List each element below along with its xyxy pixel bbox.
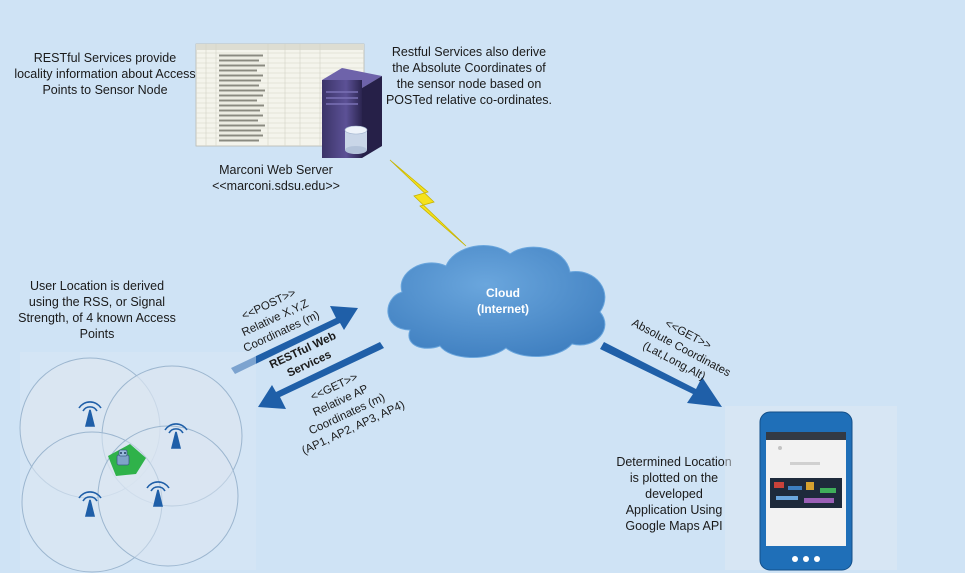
post-arrow <box>231 306 358 374</box>
server-name: Marconi Web Server <box>219 163 333 177</box>
get-absolute-arrow <box>600 342 722 407</box>
sensor-node-icon <box>116 449 130 466</box>
restful-services-caption: RESTful Services provide locality inform… <box>14 51 196 97</box>
cloud-shape <box>387 245 606 359</box>
lightning-bolt-icon <box>389 159 467 247</box>
server-icon <box>322 68 382 158</box>
user-location-caption: User Location is derived using the RSS, … <box>18 279 176 341</box>
access-point-1-icon <box>78 401 102 427</box>
absolute-coordinates-caption: Restful Services also derive the Absolut… <box>385 45 553 107</box>
smartphone-icon <box>725 406 897 571</box>
server-label: Marconi Web Server <<marconi.sdsu.edu>> <box>196 162 356 194</box>
access-point-coverage <box>19 352 256 573</box>
cloud-sublabel: (Internet) <box>477 302 529 316</box>
access-point-4-icon <box>146 481 170 507</box>
determined-location-caption: Determined Location is plotted on the de… <box>616 455 732 533</box>
server-host: <<marconi.sdsu.edu>> <box>212 179 340 193</box>
cloud-label: Cloud <box>486 286 520 300</box>
access-point-3-icon <box>78 491 102 517</box>
access-point-2-icon <box>164 423 188 449</box>
get-ap-arrow <box>258 342 384 409</box>
